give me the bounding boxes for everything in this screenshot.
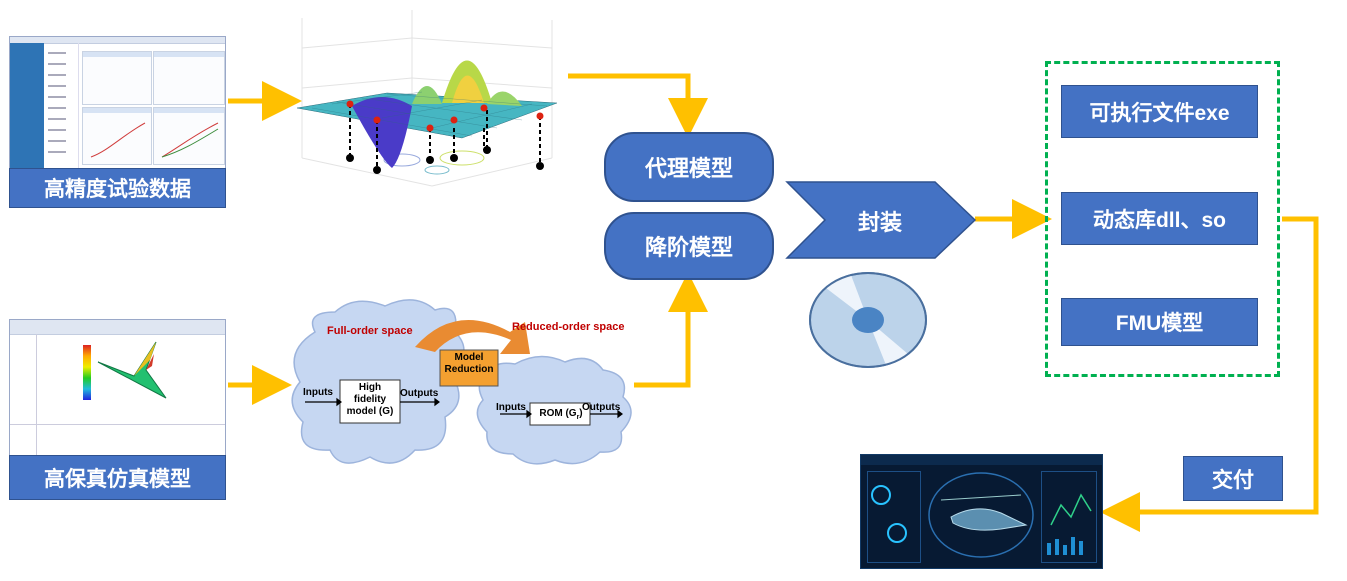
package-label: 封装 <box>857 210 902 235</box>
reduced-model-pill: 降阶模型 <box>604 212 774 280</box>
deliver-box: 交付 <box>1183 456 1283 501</box>
rom-subscript: r <box>576 414 580 421</box>
rom-diagram <box>291 299 632 465</box>
rom-text: ROM (G <box>539 408 577 419</box>
sim-model-label: 高保真仿真模型 <box>9 455 226 500</box>
model-reduction-line2: Reduction <box>444 364 494 375</box>
hf-model-box: High fidelity model (G) <box>340 382 400 418</box>
exe-box: 可执行文件exe <box>1061 85 1258 138</box>
hf-line3: model (G) <box>346 406 394 417</box>
surrogate-model-pill: 代理模型 <box>604 132 774 202</box>
rom-outputs-label: Outputs <box>582 402 621 413</box>
cd-disc-icon <box>809 272 927 368</box>
full-order-label: Full-order space <box>327 325 413 337</box>
output-formats-group <box>1045 61 1280 377</box>
rom-inputs-label: Inputs <box>496 402 526 413</box>
model-reduction-line1: Model <box>454 352 484 363</box>
hf-line2: fidelity <box>353 394 387 405</box>
hf-line1: High <box>358 382 382 393</box>
model-reduction-box: Model Reduction <box>440 352 498 376</box>
hf-outputs-label: Outputs <box>400 388 439 399</box>
test-data-label: 高精度试验数据 <box>9 168 226 208</box>
sim-model-screenshot <box>9 319 226 457</box>
surface-plot <box>296 10 558 187</box>
dll-box: 动态库dll、so <box>1061 192 1258 245</box>
reduced-order-label: Reduced-order space <box>512 321 625 333</box>
rom-box-label: ROM (Gr) <box>532 408 590 421</box>
test-data-screenshot <box>9 36 226 172</box>
rom-close: ) <box>579 408 583 419</box>
hf-inputs-label: Inputs <box>303 387 333 398</box>
package-chevron <box>785 181 977 259</box>
fmu-box: FMU模型 <box>1061 298 1258 346</box>
dashboard-screenshot <box>860 454 1103 569</box>
